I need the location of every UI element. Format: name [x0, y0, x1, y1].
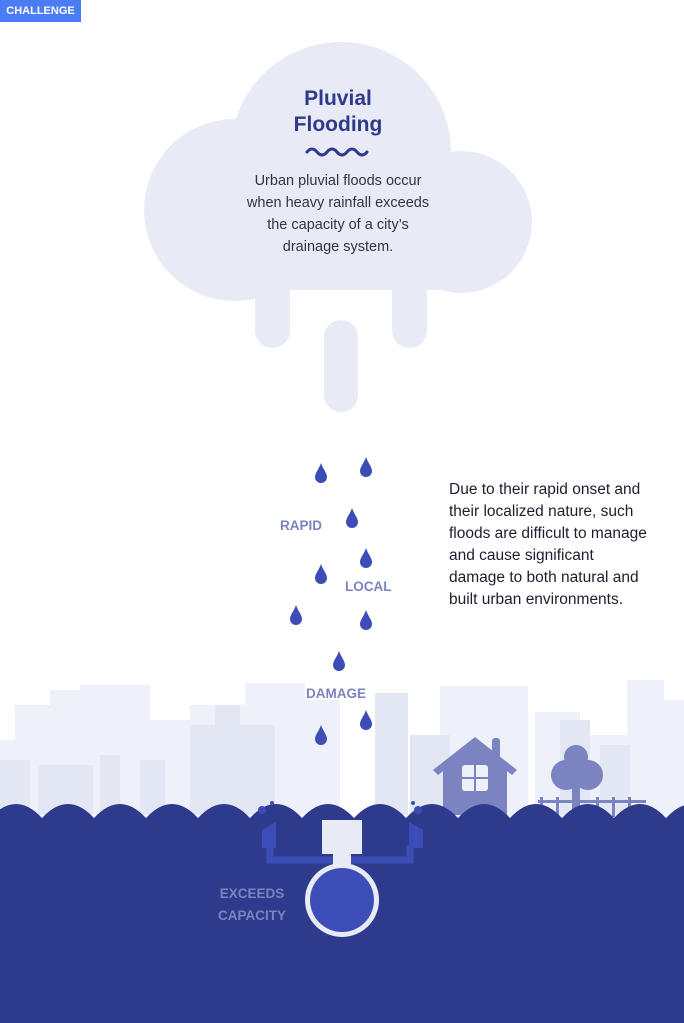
house-icon [433, 737, 517, 815]
cloud-body-line: Urban pluvial floods occur [255, 173, 422, 189]
raindrop-icon [315, 463, 327, 483]
label-capacity: CAPACITY [218, 908, 286, 923]
cloud-title-line2: Flooding [294, 113, 383, 136]
cloud-shape [144, 42, 532, 412]
raindrop-icon [315, 564, 327, 584]
raindrop-icon [315, 725, 327, 745]
drain-pipe-icon [262, 820, 423, 937]
raindrop-icon [360, 710, 372, 730]
label-rapid: RAPID [280, 518, 322, 533]
wavy-divider-icon [305, 147, 369, 157]
raindrop-icon [346, 508, 358, 528]
label-damage: DAMAGE [306, 686, 366, 701]
label-local: LOCAL [345, 579, 392, 594]
tree-icon [538, 745, 646, 817]
cloud-body-line: when heavy rainfall exceeds [246, 195, 429, 211]
raindrop-icon [360, 457, 372, 477]
raindrop-icon [360, 548, 372, 568]
cloud-body-line: the capacity of a city’s [267, 217, 409, 233]
raindrop-icon [360, 610, 372, 630]
raindrop-icon [290, 605, 302, 625]
cloud-body-line: drainage system. [283, 239, 393, 255]
splash-icon [258, 801, 422, 814]
cloud-title-line1: Pluvial [304, 87, 372, 110]
label-exceeds: EXCEEDS [220, 886, 285, 901]
challenge-badge: CHALLENGE [0, 0, 81, 22]
side-description: Due to their rapid onset and their local… [449, 481, 647, 608]
raindrop-icon [333, 651, 345, 671]
